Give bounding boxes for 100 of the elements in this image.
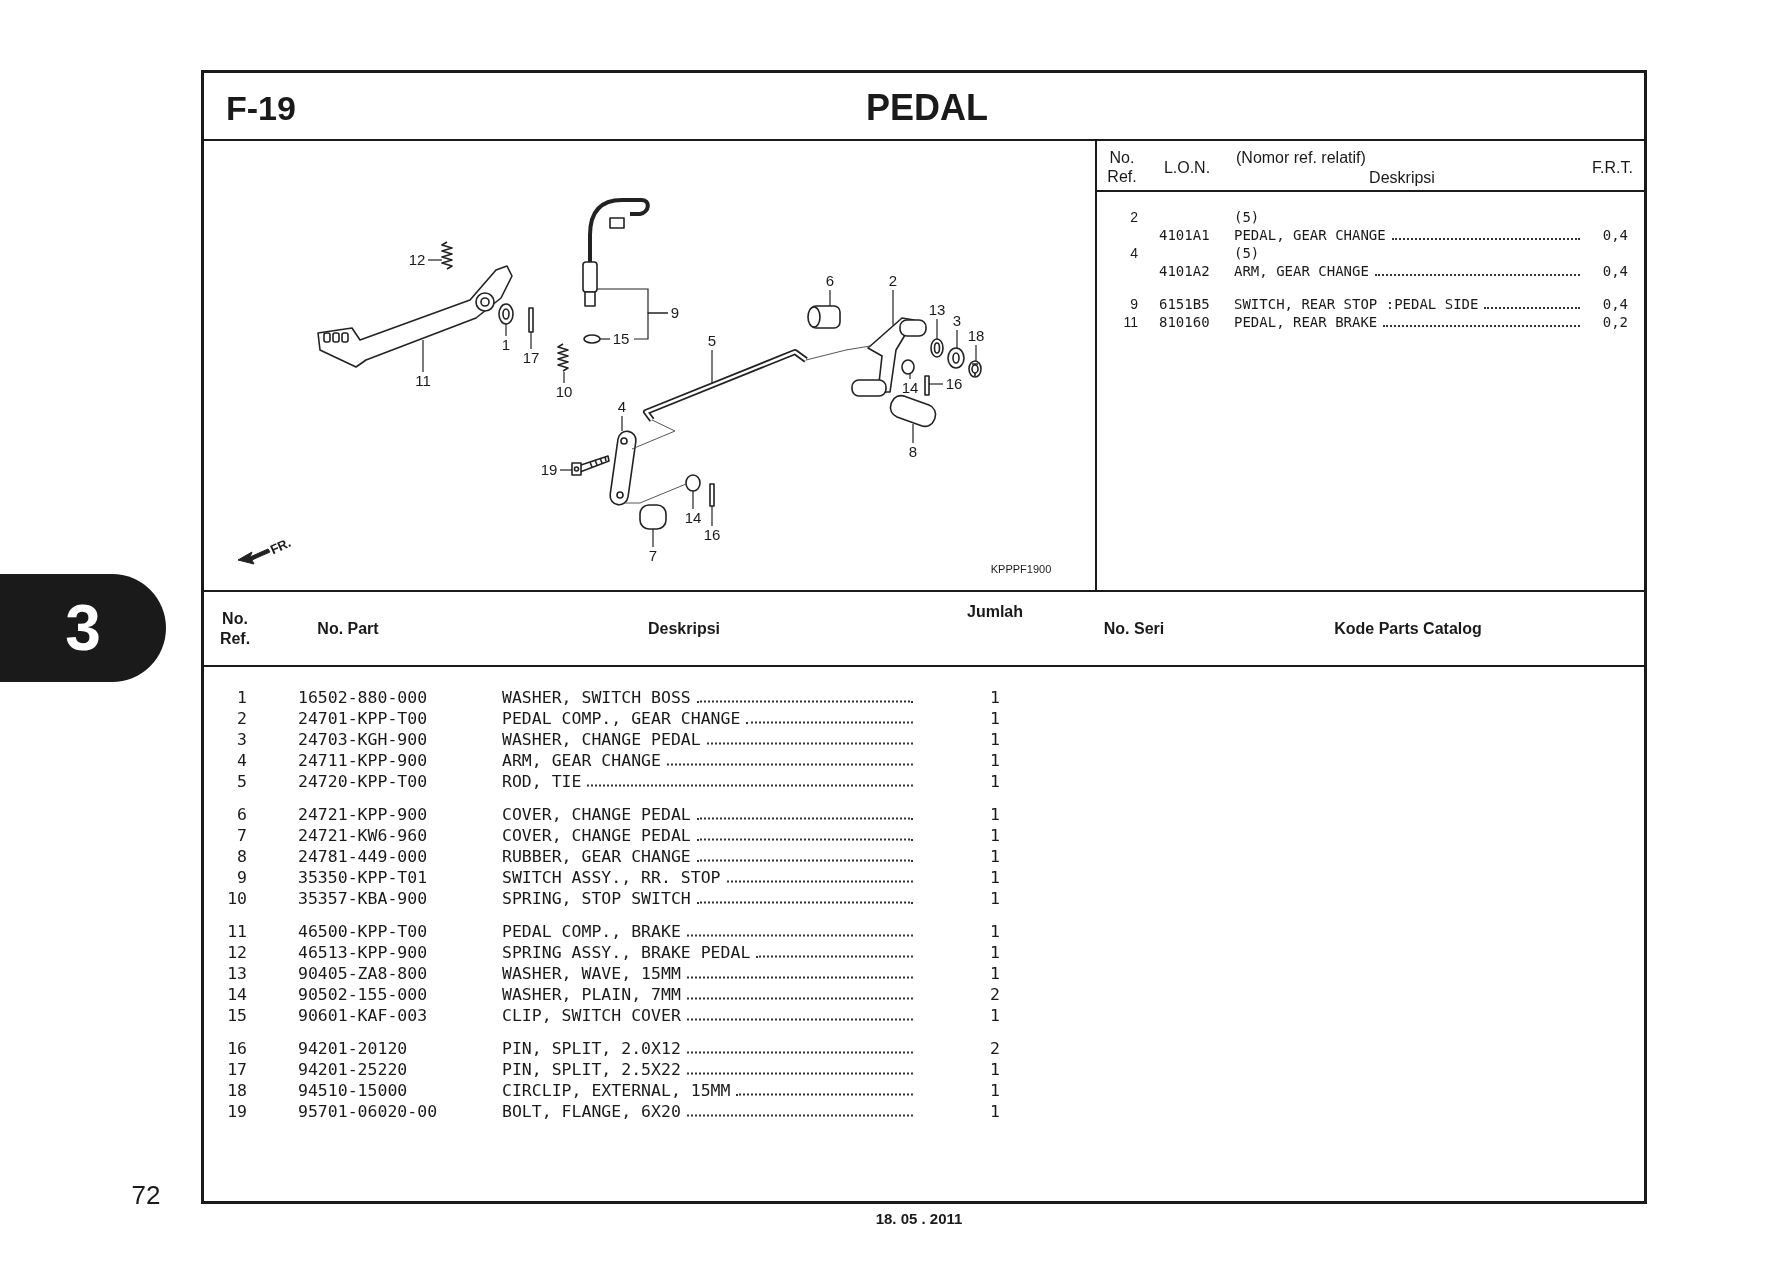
- circlip-drawing: [968, 360, 982, 378]
- lon-code: 810160: [1159, 314, 1210, 330]
- leader-line: [621, 415, 623, 432]
- leader-line: [975, 344, 977, 362]
- quantity: 1: [990, 846, 1000, 866]
- callout-number: 1: [500, 336, 512, 354]
- part-number: 24721-KPP-900: [298, 804, 428, 824]
- part-description: ARM, GEAR CHANGE: [502, 750, 913, 770]
- part-number: 35350-KPP-T01: [298, 867, 428, 887]
- ref-number: 4: [237, 750, 247, 770]
- spring-drawing: [557, 343, 569, 372]
- part-description: PIN, SPLIT, 2.0X12: [502, 1038, 913, 1058]
- ref-number: 12: [227, 942, 247, 962]
- ref-number: 1: [237, 687, 247, 707]
- clip-drawing: [583, 334, 601, 344]
- callout-number: 7: [647, 547, 659, 565]
- lon-code: 6151B5: [1159, 296, 1210, 312]
- ref-number: 8: [237, 846, 247, 866]
- ref-number: 3: [237, 729, 247, 749]
- leader-line: [909, 373, 911, 380]
- callout-number: 10: [554, 383, 574, 401]
- part-description: WASHER, PLAIN, 7MM: [502, 984, 913, 1004]
- part-number: 24703-KGH-900: [298, 729, 428, 749]
- cover-drawing: [807, 305, 841, 329]
- ref-number: 16: [227, 1038, 247, 1058]
- ref-number: 14: [227, 984, 247, 1004]
- part-description: WASHER, WAVE, 15MM: [502, 963, 913, 983]
- lon-code: 4101A1: [1159, 227, 1210, 243]
- ref-number: 19: [227, 1101, 247, 1121]
- rod-drawing: [643, 349, 808, 422]
- quantity: 1: [990, 804, 1000, 824]
- washer-drawing: [930, 338, 944, 358]
- ref-number: 7: [237, 825, 247, 845]
- part-description: PEDAL COMP., GEAR CHANGE: [502, 708, 913, 728]
- part-description: COVER, CHANGE PEDAL: [502, 804, 913, 824]
- quantity: 1: [990, 1080, 1000, 1100]
- leader-line: [530, 331, 532, 350]
- column-header: Jumlah: [967, 603, 1023, 621]
- leader-line: [633, 312, 669, 340]
- callout-number: 14: [683, 509, 703, 527]
- column-header: L.O.N.: [1163, 159, 1211, 177]
- part-number: 46500-KPP-T00: [298, 921, 428, 941]
- ref-number: 4: [1130, 245, 1138, 261]
- quantity: 1: [990, 708, 1000, 728]
- part-number: 90502-155-000: [298, 984, 428, 1004]
- part-number: 94201-25220: [298, 1059, 408, 1079]
- callout-number: 5: [706, 332, 718, 350]
- section-number-tab: 3: [0, 574, 166, 682]
- ref-number: 11: [227, 921, 247, 941]
- quantity: 1: [990, 921, 1000, 941]
- leader-line: [711, 505, 713, 527]
- leader-line: [559, 469, 573, 471]
- frt-value: 0,2: [1602, 314, 1628, 330]
- part-description: (5): [1234, 209, 1260, 225]
- callout-number: 9: [669, 304, 681, 322]
- frt-value: 0,4: [1602, 296, 1628, 312]
- leader-line: [912, 423, 914, 444]
- column-header: No. Seri: [1103, 620, 1165, 638]
- part-description: SWITCH ASSY., RR. STOP: [502, 867, 913, 887]
- part-number: 35357-KBA-900: [298, 888, 428, 908]
- quantity: 1: [990, 942, 1000, 962]
- part-description: (5): [1234, 245, 1260, 261]
- quantity: 1: [990, 1059, 1000, 1079]
- leader-line: [652, 528, 654, 548]
- assembly-guide-line: [624, 483, 687, 504]
- part-number: 16502-880-000: [298, 687, 428, 707]
- split-pin-drawing: [709, 483, 715, 507]
- page-title: PEDAL: [866, 87, 988, 129]
- part-description: COVER, CHANGE PEDAL: [502, 825, 913, 845]
- ref-number: 15: [227, 1005, 247, 1025]
- switch-drawing: [582, 198, 650, 307]
- page-number: 72: [131, 1179, 161, 1211]
- quantity: 1: [990, 1101, 1000, 1121]
- quantity: 1: [990, 867, 1000, 887]
- callout-number: 18: [966, 327, 986, 345]
- callout-number: 16: [944, 375, 964, 393]
- part-description: SPRING ASSY., BRAKE PEDAL: [502, 942, 913, 962]
- quantity: 2: [990, 1038, 1000, 1058]
- ref-number: 10: [227, 888, 247, 908]
- callout-number: 15: [611, 330, 631, 348]
- column-header: No. Ref.: [1106, 148, 1138, 186]
- callout-number: 12: [407, 251, 427, 269]
- leader-line: [892, 289, 894, 326]
- brake-pedal-drawing: [317, 265, 513, 368]
- part-description: ROD, TIE: [502, 771, 913, 791]
- ref-number: 6: [237, 804, 247, 824]
- leader-line: [599, 338, 611, 340]
- column-header: Deskripsi: [648, 620, 720, 638]
- spring-drawing: [441, 241, 453, 270]
- assembly-guide-line: [631, 419, 676, 450]
- part-description: WASHER, SWITCH BOSS: [502, 687, 913, 707]
- leader-line: [711, 349, 713, 384]
- ref-number: 2: [237, 708, 247, 728]
- leader-line: [563, 371, 565, 384]
- part-number: 24711-KPP-900: [298, 750, 428, 770]
- washer-drawing: [685, 474, 701, 492]
- part-number: 24721-KW6-960: [298, 825, 428, 845]
- part-number: 94510-15000: [298, 1080, 408, 1100]
- washer-drawing: [498, 303, 514, 325]
- quantity: 1: [990, 825, 1000, 845]
